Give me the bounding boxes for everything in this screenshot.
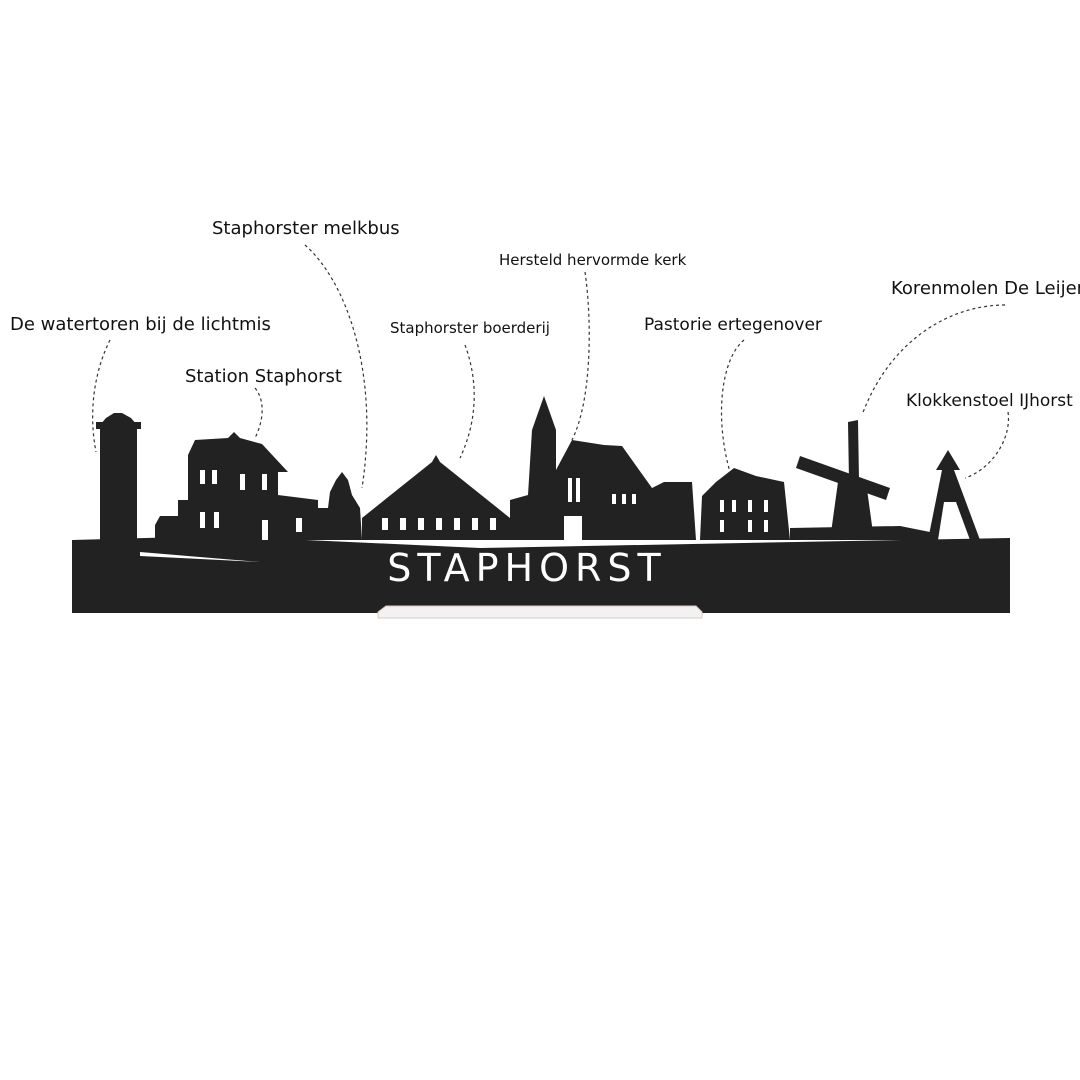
label-boerderij: Staphorster boerderij <box>390 319 550 337</box>
label-klokkenstoel: Klokkenstoel IJhorst <box>906 391 1073 411</box>
label-kerk: Hersteld hervormde kerk <box>499 251 687 269</box>
label-korenmolen: Korenmolen De Leijen <box>891 278 1080 299</box>
silhouette-shapes <box>72 396 1010 613</box>
label-melkbus: Staphorster melkbus <box>212 218 400 239</box>
label-station: Station Staphorst <box>185 366 342 387</box>
city-name-text: STAPHORST <box>387 546 667 590</box>
label-watertoren: De watertoren bij de lichtmis <box>10 314 271 335</box>
display-stand <box>377 605 703 619</box>
leader-lines <box>92 244 1010 489</box>
window-cutouts <box>140 470 768 562</box>
label-pastorie: Pastorie ertegenover <box>644 315 822 335</box>
city-name: STAPHORST <box>0 546 1080 590</box>
